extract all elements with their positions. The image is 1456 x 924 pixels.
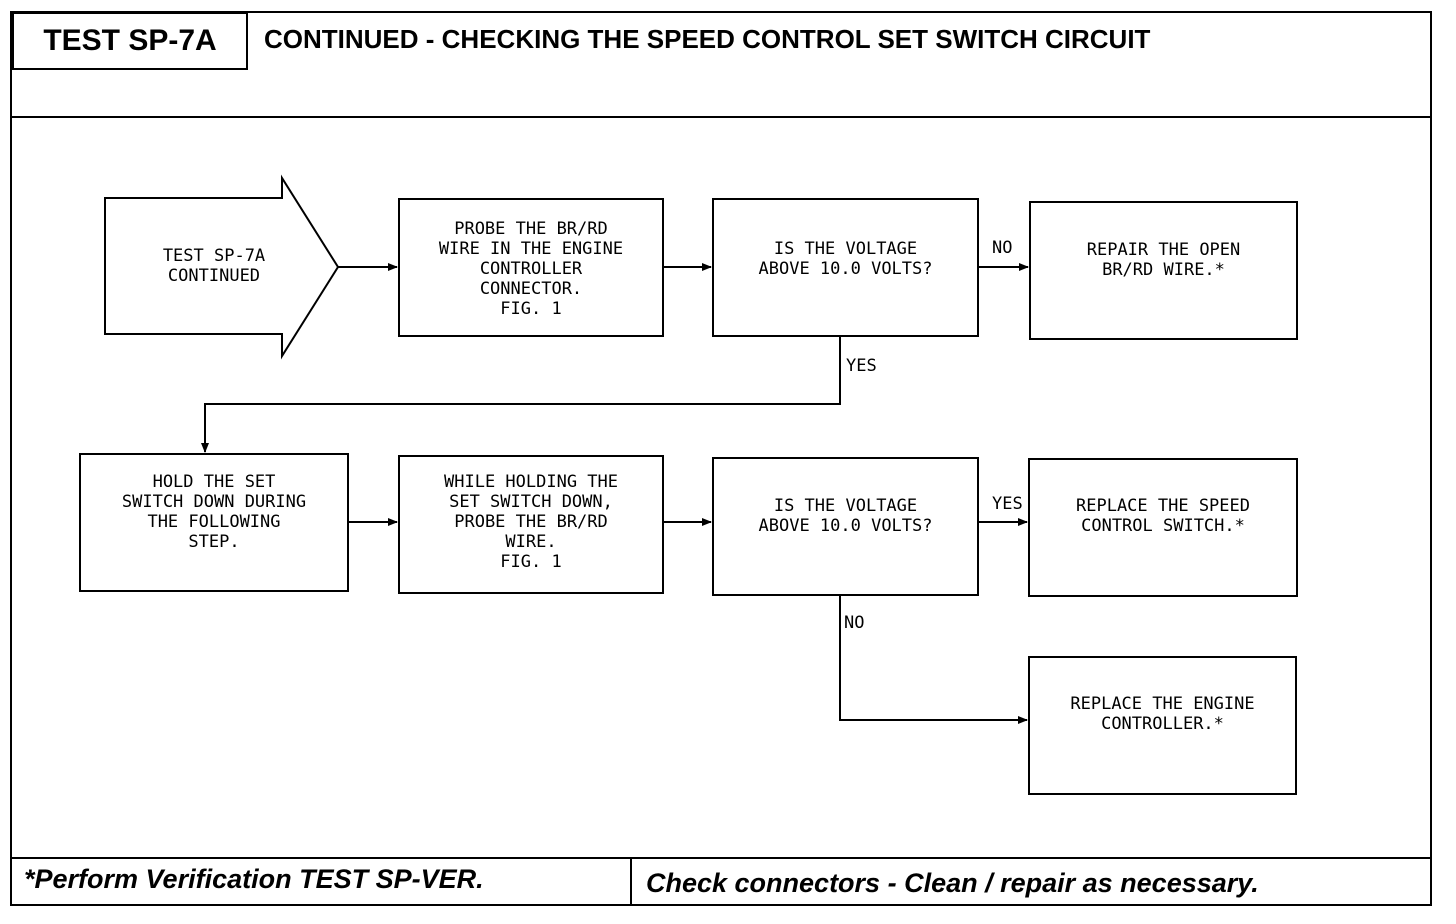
repair-open-text: REPAIR THE OPEN BR/RD WIRE.* xyxy=(1086,240,1241,280)
branch-no-2: NO xyxy=(844,613,865,633)
hold-set-text: HOLD THE SET SWITCH DOWN DURING THE FOLL… xyxy=(121,472,307,552)
start-arrow-shape xyxy=(104,174,340,360)
box-repair-open xyxy=(1029,201,1298,340)
question-1-text: IS THE VOLTAGE ABOVE 10.0 VOLTS? xyxy=(758,239,933,279)
page-title: CONTINUED - CHECKING THE SPEED CONTROL S… xyxy=(264,24,1151,54)
box-probe-1 xyxy=(398,198,664,337)
box-probe-2 xyxy=(398,455,664,594)
replace-controller-text: REPLACE THE ENGINE CONTROLLER.* xyxy=(1070,694,1255,734)
box-question-1 xyxy=(712,198,979,337)
question-2-text: IS THE VOLTAGE ABOVE 10.0 VOLTS? xyxy=(758,496,933,536)
branch-yes-2: YES xyxy=(992,494,1023,514)
box-hold-set xyxy=(79,453,349,592)
test-id-box: TEST SP-7A xyxy=(12,12,248,70)
outer-frame xyxy=(10,11,1432,906)
box-question-2 xyxy=(712,457,979,596)
probe-2-text: WHILE HOLDING THE SET SWITCH DOWN, PROBE… xyxy=(444,472,618,572)
replace-switch-text: REPLACE THE SPEED CONTROL SWITCH.* xyxy=(1076,496,1250,536)
arrow-question1-yes xyxy=(201,336,841,453)
footer-check-connectors: Check connectors - Clean / repair as nec… xyxy=(646,868,1259,898)
start-label: TEST SP-7A CONTINUED xyxy=(162,246,266,286)
box-replace-switch xyxy=(1028,458,1298,597)
footer-verification: *Perform Verification TEST SP-VER. xyxy=(24,864,484,894)
box-replace-controller xyxy=(1028,656,1297,795)
branch-yes-1: YES xyxy=(846,356,877,376)
arrow-question2-no xyxy=(839,595,1028,724)
probe-1-text: PROBE THE BR/RD WIRE IN THE ENGINE CONTR… xyxy=(438,219,624,319)
branch-no-1: NO xyxy=(992,238,1013,258)
